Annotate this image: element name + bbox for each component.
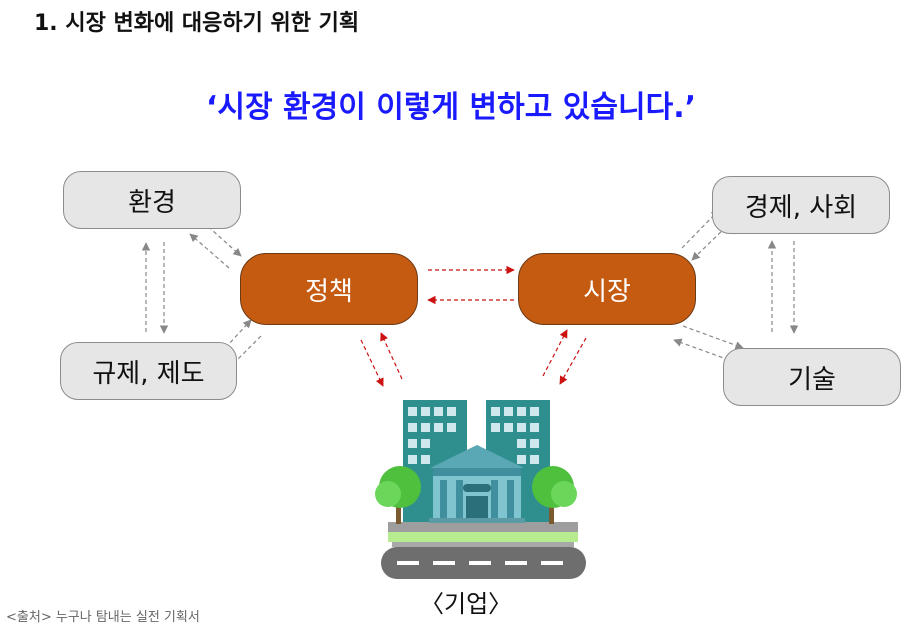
headline: ‘시장 환경이 이렇게 변하고 있습니다.’ [206, 90, 696, 125]
node-technology: 기술 [723, 348, 901, 406]
node-environment: 환경 [63, 171, 241, 229]
node-technology-label: 기술 [788, 364, 836, 395]
node-regulation-label: 규제, 제도 [92, 358, 205, 389]
node-market: 시장 [518, 253, 696, 325]
node-economy-society: 경제, 사회 [712, 176, 890, 234]
company-label: 〈기업〉 [420, 590, 513, 618]
node-economy-society-label: 경제, 사회 [744, 192, 858, 223]
node-market-label: 시장 [583, 276, 631, 307]
section-title: 1. 시장 변화에 대응하기 위한 기획 [34, 11, 360, 36]
node-environment-label: 환경 [128, 187, 176, 218]
source-note: <출처> 누구나 탐내는 실전 기획서 [6, 610, 200, 625]
node-regulation: 규제, 제도 [60, 342, 237, 400]
node-policy-label: 정책 [305, 276, 353, 307]
node-policy: 정책 [240, 253, 418, 325]
